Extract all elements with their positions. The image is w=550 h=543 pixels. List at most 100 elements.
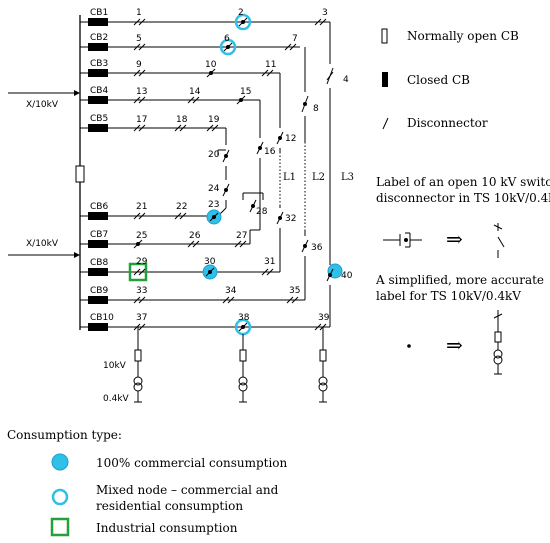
legend-normally-open-cb: Normally open CB [407, 29, 519, 43]
switch-number: 8 [313, 104, 319, 114]
switch-number: 3 [322, 8, 328, 18]
switch-4 [326, 67, 334, 85]
breaker-cb6 [88, 212, 108, 220]
source-lower-label: X/10kV [26, 239, 59, 249]
switch-number: 22 [176, 202, 187, 212]
circuit-breakers: CB1 CB2 CB3 CB4 CB5 CB6 CB7 CB8 CB9 CB10 [88, 8, 114, 331]
simplified-ts-dot-symbol [407, 344, 411, 348]
switch-number: 27 [236, 231, 247, 241]
switch-number: 35 [289, 286, 300, 296]
switch-number: 40 [341, 271, 353, 281]
industrial-legend-marker [50, 517, 70, 537]
transformer-1 [133, 327, 143, 403]
switch-number: 10 [205, 60, 217, 70]
switch-7 [284, 43, 297, 51]
breaker-label: CB4 [90, 86, 108, 96]
switch-16 [256, 141, 264, 155]
legend-closed-cb: Closed CB [407, 73, 470, 87]
switch-number: 17 [136, 115, 147, 125]
switch-10 [206, 68, 216, 78]
dotted-ties [279, 142, 306, 230]
switch-number: 6 [224, 34, 230, 44]
breaker-cb2 [88, 43, 108, 51]
switch-30 [205, 267, 215, 277]
switch-number: 11 [265, 60, 276, 70]
switch-number: 36 [311, 243, 323, 253]
switch-5 [133, 43, 146, 51]
consumption-legend: Consumption type: 100% commercial consum… [7, 428, 288, 537]
legend-disconnector: Disconnector [407, 116, 488, 130]
source-upper: X/10kV [8, 90, 80, 110]
switch-13 [133, 96, 146, 104]
switch-number: 25 [136, 231, 147, 241]
switch-number: 34 [225, 286, 237, 296]
switch-6 [223, 42, 233, 52]
switch-35 [286, 296, 299, 304]
switch-number: 14 [189, 87, 201, 97]
switch-32 [276, 211, 284, 225]
switch-number-labels: 1 2 3 4 5 6 7 8 9 10 11 12 13 14 15 16 1… [136, 8, 353, 323]
switch-number: 26 [189, 231, 201, 241]
switch-number: 5 [136, 34, 142, 44]
switch-15 [236, 95, 246, 105]
switch-21 [133, 212, 146, 220]
switch-number: 9 [136, 60, 142, 70]
switch-number: 37 [136, 313, 147, 323]
breaker-label: CB1 [90, 8, 108, 18]
open-switch-symbol [383, 232, 422, 248]
legend-simplified-line2: label for TS 10kV/0.4kV [376, 289, 521, 303]
switch-number: 13 [136, 87, 147, 97]
switch-number: 28 [256, 207, 268, 217]
transformer-2 [238, 334, 248, 403]
switch-number: 7 [292, 34, 298, 44]
switch-12 [276, 131, 284, 145]
legend-mixed-line1: Mixed node – commercial and [96, 483, 279, 497]
transformer-stations [133, 327, 328, 403]
switch-33 [133, 296, 146, 304]
breaker-label: CB2 [90, 33, 108, 43]
symbol-legend: Normally open CB Closed CB Disconnector … [375, 28, 550, 375]
switch-number: 12 [285, 134, 296, 144]
switch-40 [326, 268, 334, 282]
switch-27 [234, 240, 247, 248]
switch-number: 18 [176, 115, 188, 125]
closed-cb-symbol [382, 72, 388, 87]
switch-36 [301, 239, 309, 253]
switch-34 [222, 296, 235, 304]
legend-open-switch-line1: Label of an open 10 kV switch – [376, 175, 550, 189]
commercial-legend-marker [51, 453, 69, 471]
line-labels: L1 L2 L3 [283, 172, 354, 183]
line-label-l2: L2 [312, 172, 325, 183]
switch-19 [206, 124, 219, 132]
switch-number: 15 [240, 87, 251, 97]
transformer-3 [318, 327, 328, 403]
switch-1 [133, 18, 146, 26]
switch-26 [187, 240, 200, 248]
open-switch-simplified-symbol [493, 223, 505, 258]
switch-number: 21 [136, 202, 147, 212]
transformer-station-symbol [493, 310, 503, 375]
switch-3 [314, 18, 327, 26]
switch-number: 16 [264, 147, 276, 157]
industrial-node-marker [128, 262, 148, 282]
switch-number: 33 [136, 286, 147, 296]
switch-number: 32 [285, 214, 296, 224]
breaker-cb9 [88, 296, 108, 304]
switch-38 [238, 322, 248, 332]
switch-number: 4 [343, 75, 349, 85]
breaker-label: CB3 [90, 59, 108, 69]
switch-20 [222, 149, 230, 163]
mixed-node-marker [234, 13, 252, 31]
line-label-l3: L3 [341, 172, 354, 183]
switch-number: 30 [204, 257, 216, 267]
mixed-node-marker [219, 38, 237, 56]
source-lower: X/10kV [8, 239, 80, 258]
switch-number: 1 [136, 8, 142, 18]
breaker-label: CB9 [90, 286, 108, 296]
switch-29 [133, 268, 146, 276]
switch-28 [249, 199, 257, 213]
switch-number: 29 [136, 257, 148, 267]
breaker-label: CB10 [90, 313, 114, 323]
feeder-lines [80, 21, 331, 328]
